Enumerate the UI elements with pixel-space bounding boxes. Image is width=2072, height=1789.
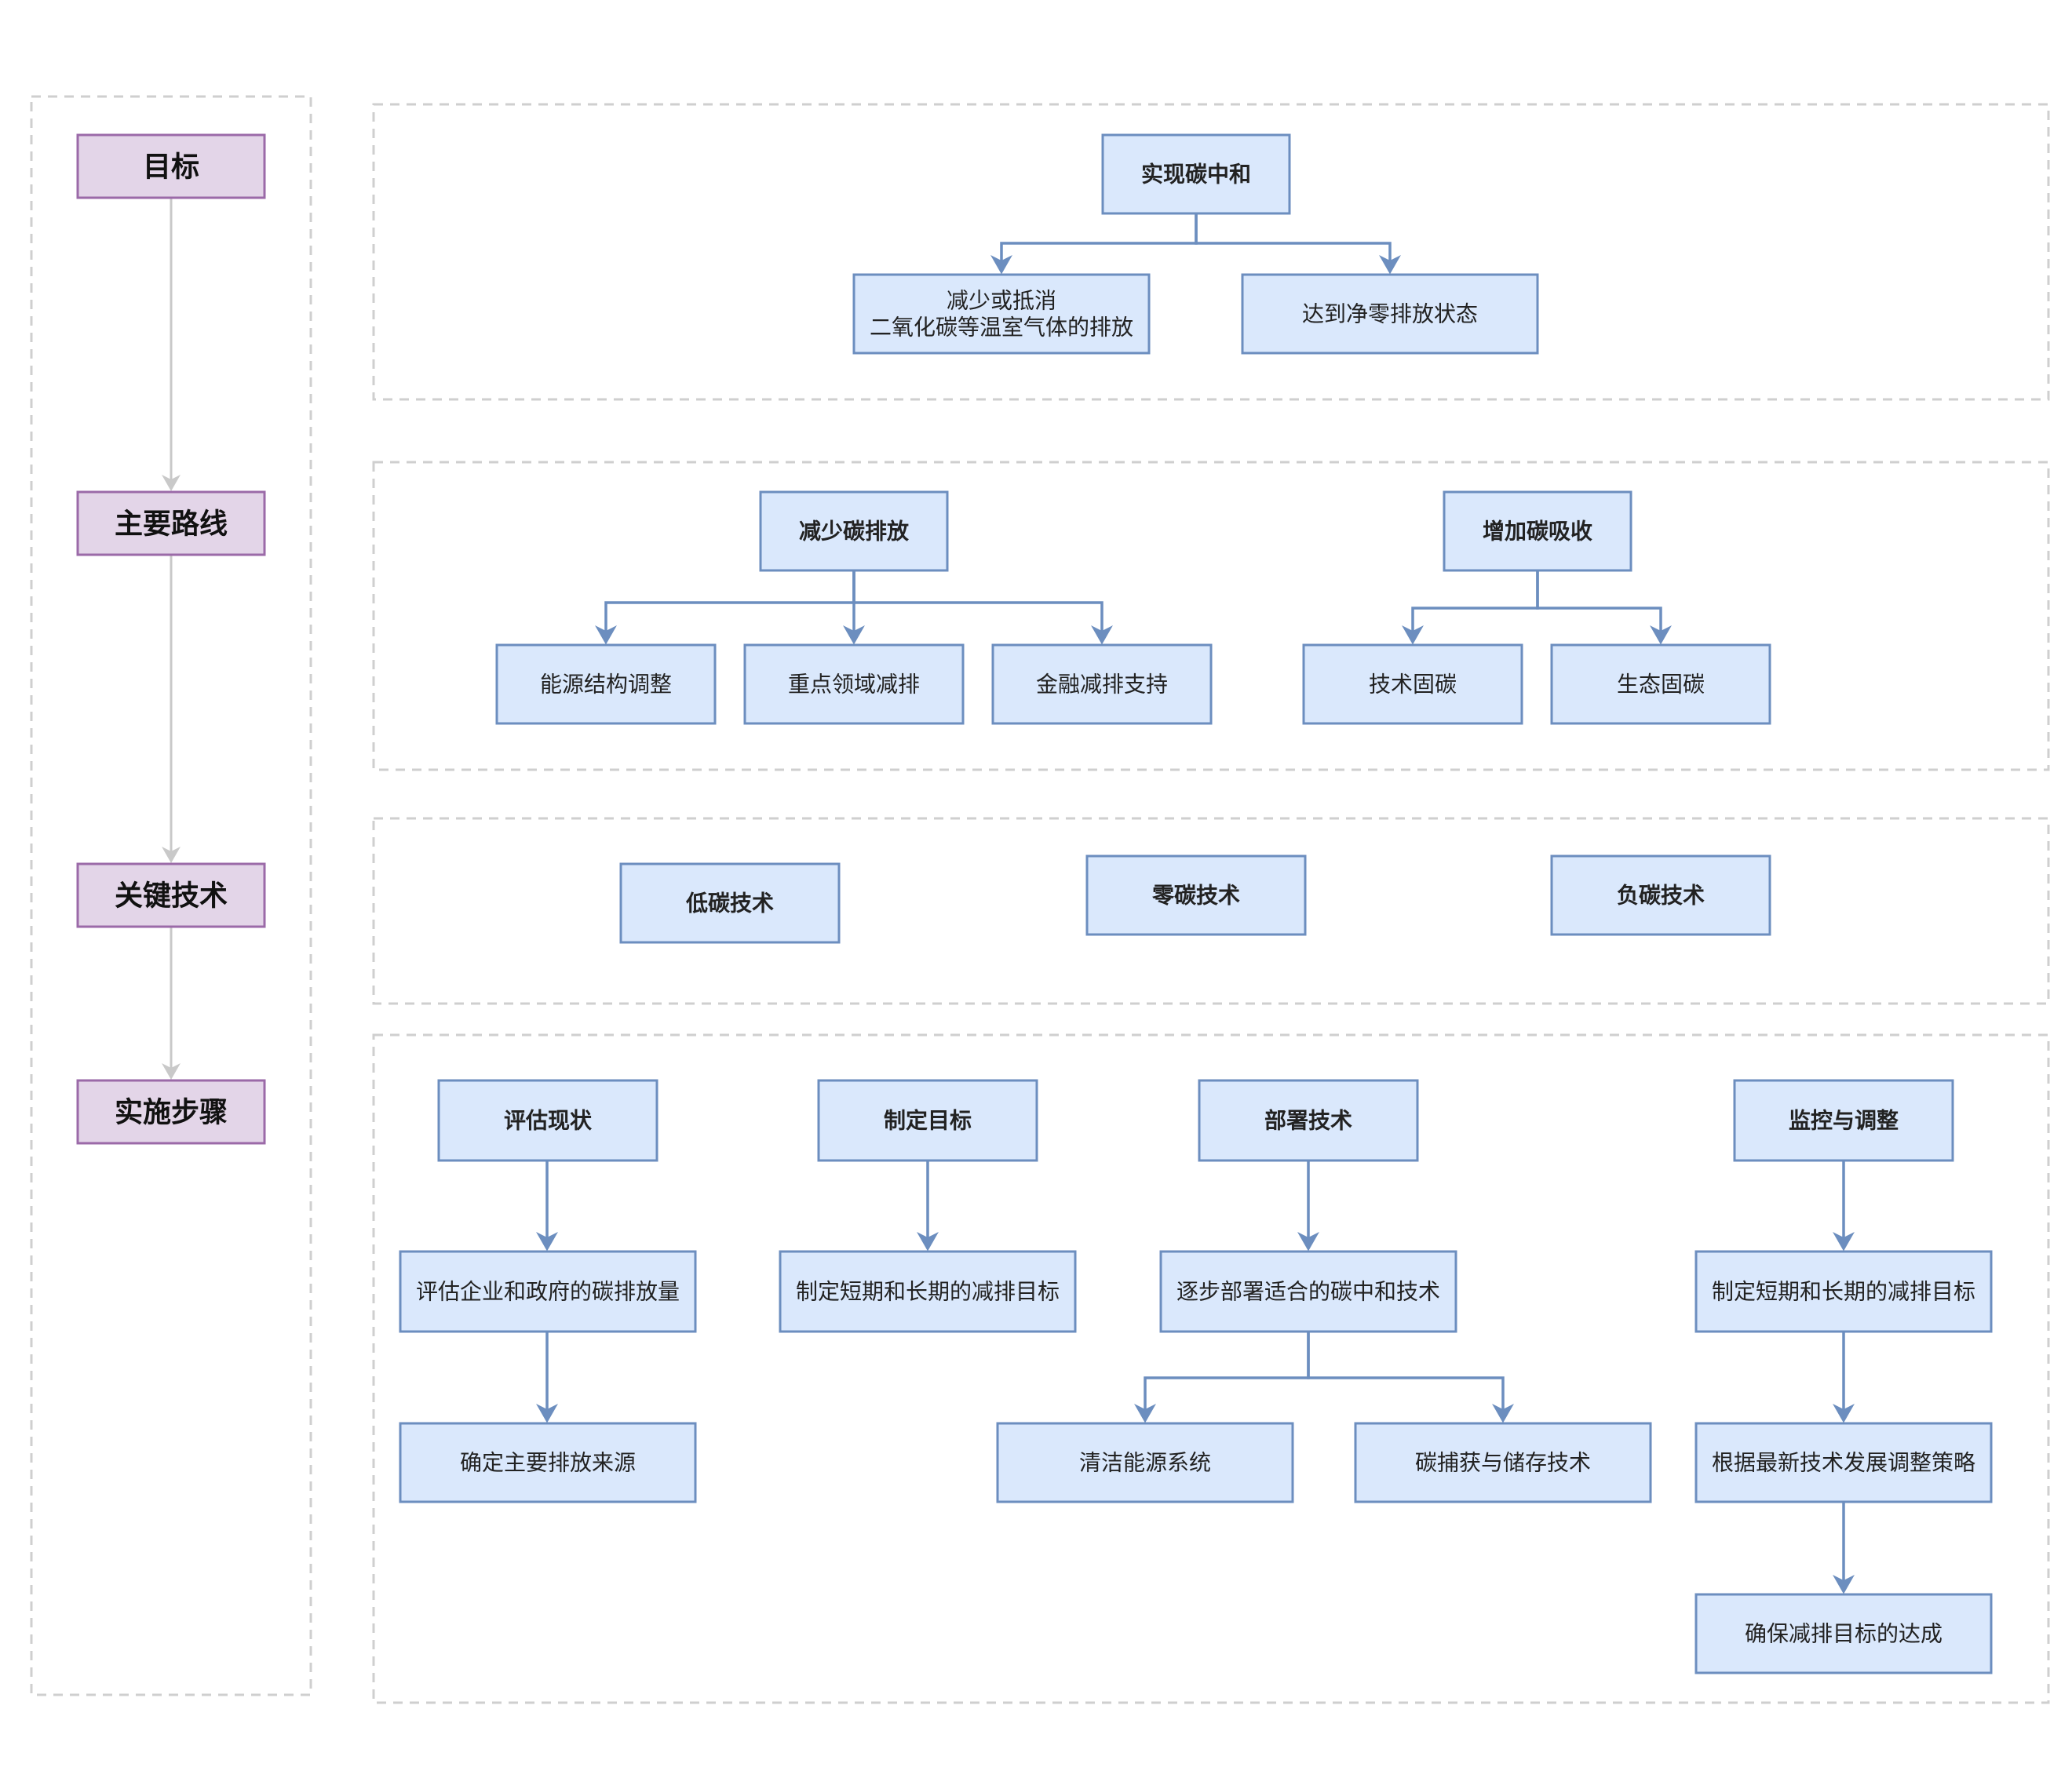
node-net-zero: 达到净零排放状态: [1241, 273, 1539, 355]
edge-goal-to-net-zero: [1195, 213, 1401, 275]
node-assess-status-label: 评估现状: [504, 1108, 593, 1134]
node-short-long-targets: 制定短期和长期的减排目标: [779, 1250, 1077, 1333]
node-zero-carbon: 零碳技术: [1085, 854, 1307, 936]
node-reduce-emission-label: 减少碳排放: [799, 519, 910, 545]
node-low-carbon-label: 低碳技术: [685, 891, 774, 916]
node-reduce-offset-label: 二氧化碳等温室气体的排放: [870, 315, 1133, 341]
node-negative-carbon: 负碳技术: [1550, 854, 1771, 936]
edge-gradual-to-clean: [1134, 1332, 1310, 1423]
tier-goal: 目标: [76, 133, 266, 199]
tier-column-frame: [30, 95, 312, 1696]
node-adjust-strategy: 根据最新技术发展调整策略: [1694, 1422, 1993, 1503]
node-tech-sink-label: 技术固碳: [1369, 672, 1457, 698]
edge-reduce-to-finance: [852, 570, 1113, 645]
node-assess-status: 评估现状: [437, 1079, 658, 1162]
edge-gradual-to-ccs: [1307, 1332, 1514, 1423]
node-energy-structure: 能源结构调整: [495, 643, 717, 725]
node-set-goals-label: 制定目标: [884, 1108, 972, 1134]
edges: [536, 213, 1855, 1594]
tier-label-goal: 目标: [143, 151, 199, 184]
node-gradual-deploy: 逐步部署适合的碳中和技术: [1159, 1250, 1457, 1333]
node-main-sources: 确定主要排放来源: [399, 1422, 697, 1503]
node-energy-structure-label: 能源结构调整: [540, 672, 672, 698]
node-gradual-deploy-label: 逐步部署适合的碳中和技术: [1176, 1279, 1440, 1305]
node-ensure-targets-label: 确保减排目标的达成: [1745, 1621, 1942, 1647]
node-ccs-label: 碳捕获与储存技术: [1415, 1450, 1591, 1476]
tier-route: 主要路线: [76, 490, 266, 556]
node-net-zero-label: 达到净零排放状态: [1302, 301, 1478, 327]
node-low-carbon: 低碳技术: [619, 862, 841, 944]
edge-goal-to-reduce-offset: [990, 213, 1198, 275]
node-clean-energy-label: 清洁能源系统: [1079, 1450, 1211, 1476]
node-short-long-targets-2-label: 制定短期和长期的减排目标: [1712, 1279, 1975, 1305]
node-reduce-emission: 减少碳排放: [759, 490, 949, 572]
node-carbon-neutral: 实现碳中和: [1101, 133, 1291, 215]
node-increase-absorb-label: 增加碳吸收: [1483, 519, 1592, 545]
edge-absorb-to-eco-sink: [1536, 570, 1672, 645]
node-ensure-targets: 确保减排目标的达成: [1694, 1593, 1993, 1674]
node-short-long-targets-label: 制定短期和长期的减排目标: [796, 1279, 1060, 1305]
tier-steps: 实施步骤: [76, 1079, 266, 1145]
node-deploy-tech-label: 部署技术: [1264, 1108, 1352, 1134]
node-key-sector-label: 重点领域减排: [788, 672, 920, 698]
node-main-sources-label: 确定主要排放来源: [460, 1450, 636, 1476]
node-negative-carbon-label: 负碳技术: [1617, 883, 1705, 909]
node-eco-sink: 生态固碳: [1550, 643, 1771, 725]
tier-label-tech: 关键技术: [115, 880, 228, 913]
node-carbon-neutral-label: 实现碳中和: [1141, 162, 1251, 188]
node-zero-carbon-label: 零碳技术: [1152, 883, 1240, 909]
node-reduce-offset-label: 减少或抵消: [947, 288, 1056, 314]
node-key-sector: 重点领域减排: [743, 643, 965, 725]
steps-section-frame: [372, 1033, 2050, 1704]
node-monitor-adjust-label: 监控与调整: [1789, 1108, 1899, 1134]
route-section-frame: [372, 461, 2050, 771]
node-deploy-tech: 部署技术: [1198, 1079, 1419, 1162]
node-increase-absorb: 增加碳吸收: [1443, 490, 1632, 572]
goal-section-frame: [372, 103, 2050, 401]
node-finance-support-label: 金融减排支持: [1036, 672, 1168, 698]
node-assess-emissions-label: 评估企业和政府的碳排放量: [416, 1279, 680, 1305]
node-eco-sink-label: 生态固碳: [1617, 672, 1705, 698]
node-clean-energy: 清洁能源系统: [996, 1422, 1294, 1503]
node-tech-sink: 技术固碳: [1302, 643, 1523, 725]
node-finance-support: 金融减排支持: [991, 643, 1213, 725]
node-ccs: 碳捕获与储存技术: [1354, 1422, 1652, 1503]
tech-section-frame: [372, 817, 2050, 1005]
node-short-long-targets-2: 制定短期和长期的减排目标: [1694, 1250, 1993, 1333]
edge-reduce-to-energy: [595, 570, 855, 645]
node-set-goals: 制定目标: [817, 1079, 1038, 1162]
edge-absorb-to-tech-sink: [1402, 570, 1539, 645]
node-monitor-adjust: 监控与调整: [1733, 1079, 1954, 1162]
node-assess-emissions: 评估企业和政府的碳排放量: [399, 1250, 697, 1333]
tier-tech: 关键技术: [76, 862, 266, 928]
tier-label-route: 主要路线: [115, 508, 228, 541]
tier-label-steps: 实施步骤: [115, 1097, 228, 1129]
node-adjust-strategy-label: 根据最新技术发展调整策略: [1712, 1450, 1975, 1476]
